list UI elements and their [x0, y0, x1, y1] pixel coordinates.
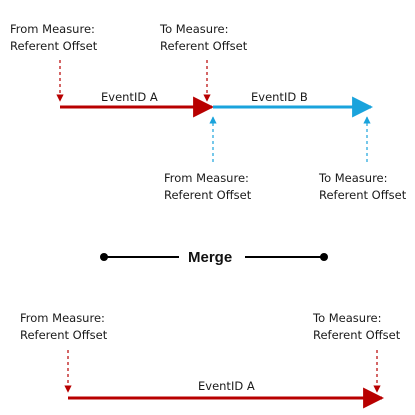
merge-left-dot	[100, 253, 108, 261]
top-section: From Measure: Referent Offset To Measure…	[10, 22, 407, 202]
merge-label: Merge	[188, 249, 232, 266]
bottom-from-label-line2: Referent Offset	[20, 328, 108, 342]
event-a-label: EventID A	[101, 90, 158, 104]
top-a-to-label-line2: Referent Offset	[160, 39, 248, 53]
top-a-from-label-line1: From Measure:	[10, 22, 95, 36]
top-b-to-label-line1: To Measure:	[318, 171, 388, 185]
top-b-from-label-line2: Referent Offset	[164, 188, 252, 202]
top-b-to-label-line2: Referent Offset	[319, 188, 407, 202]
merged-event-label: EventID A	[198, 379, 255, 393]
top-a-to-label-line1: To Measure:	[159, 22, 229, 36]
bottom-section: From Measure: Referent Offset To Measure…	[20, 311, 401, 409]
bottom-to-label-line2: Referent Offset	[313, 328, 401, 342]
merge-indicator: Merge	[100, 249, 328, 266]
top-a-from-label-line2: Referent Offset	[10, 39, 98, 53]
bottom-from-label-line1: From Measure:	[20, 311, 105, 325]
top-b-from-label-line1: From Measure:	[164, 171, 249, 185]
event-b-label: EventID B	[251, 90, 308, 104]
merge-right-dot	[320, 253, 328, 261]
bottom-to-label-line1: To Measure:	[312, 311, 382, 325]
